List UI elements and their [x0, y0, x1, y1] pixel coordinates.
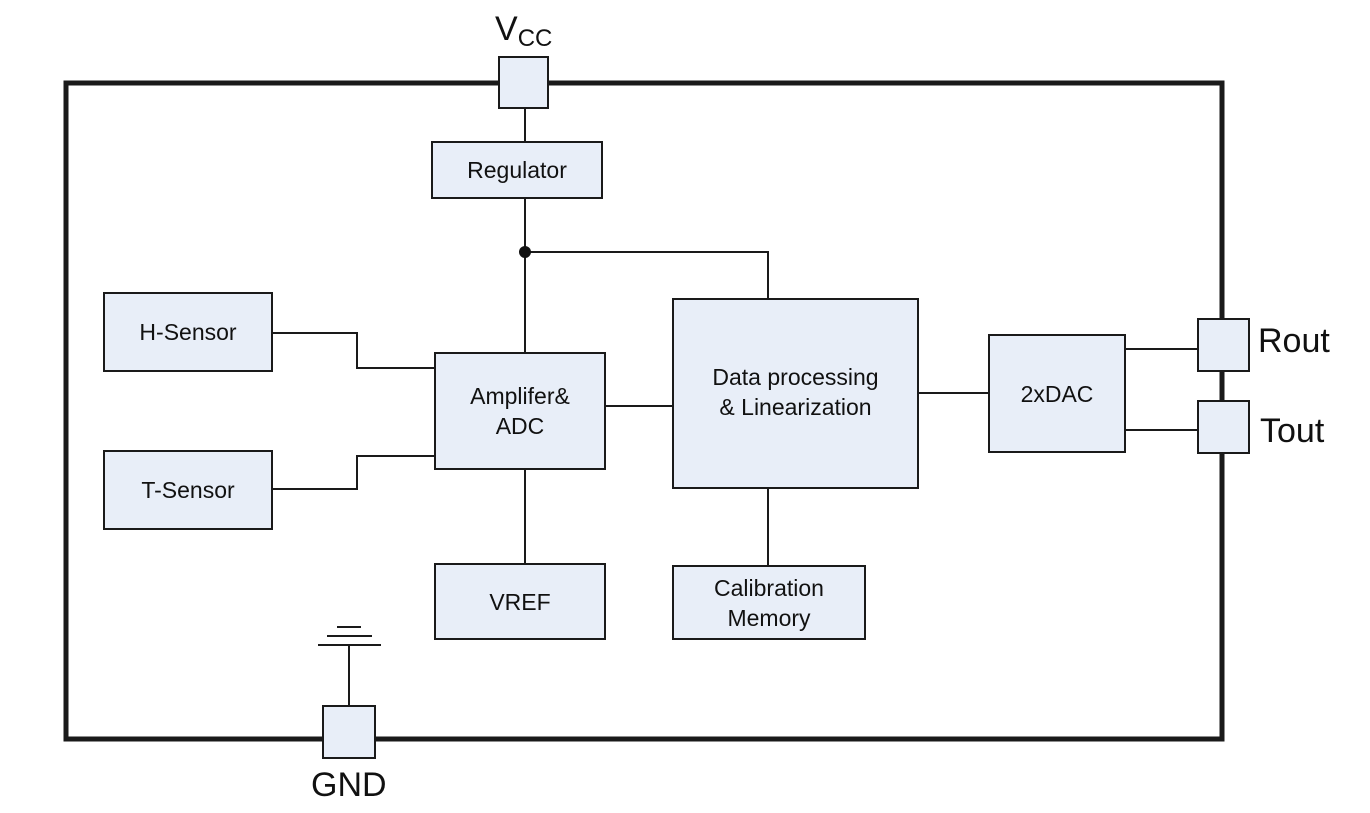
wire-junction-dataproc	[525, 251, 769, 298]
wire-hsensor-amplifier	[272, 332, 434, 369]
amplifier-label-line2: ADC	[495, 413, 545, 439]
t-sensor-block: T-Sensor	[103, 450, 273, 530]
amplifier-label-line1: Amplifer&	[470, 383, 570, 409]
tout-label: Tout	[1260, 412, 1325, 450]
calibration-label-line2: Memory	[727, 604, 811, 631]
ground-icon	[318, 626, 381, 646]
wire-tsensor-amplifier	[272, 455, 434, 490]
rout-label: Rout	[1258, 322, 1330, 360]
amplifier-adc-block: Amplifer& ADC	[434, 352, 606, 470]
dac-block: 2xDAC	[988, 334, 1126, 453]
data-processing-label-line2: & Linearization	[719, 394, 872, 420]
h-sensor-label: H-Sensor	[139, 319, 237, 345]
vref-block: VREF	[434, 563, 606, 640]
vcc-label: VCC	[495, 10, 552, 53]
calibration-label-line1: Calibration	[714, 574, 824, 601]
gnd-pin	[322, 705, 376, 759]
vref-label: VREF	[489, 588, 551, 615]
gnd-label: GND	[311, 766, 387, 804]
vcc-pin	[498, 56, 549, 109]
regulator-label: Regulator	[467, 157, 567, 183]
vcc-label-sub: CC	[517, 25, 553, 52]
t-sensor-label: T-Sensor	[141, 477, 235, 503]
rout-pin	[1197, 318, 1250, 372]
dac-label: 2xDAC	[1020, 380, 1094, 407]
calibration-memory-block: Calibration Memory	[672, 565, 866, 640]
data-processing-block: Data processing & Linearization	[672, 298, 919, 489]
data-processing-label-line1: Data processing	[712, 364, 879, 390]
vcc-label-main: V	[495, 10, 518, 48]
regulator-block: Regulator	[431, 141, 603, 199]
tout-pin	[1197, 400, 1250, 454]
junction-dot	[519, 246, 531, 258]
h-sensor-block: H-Sensor	[103, 292, 273, 372]
